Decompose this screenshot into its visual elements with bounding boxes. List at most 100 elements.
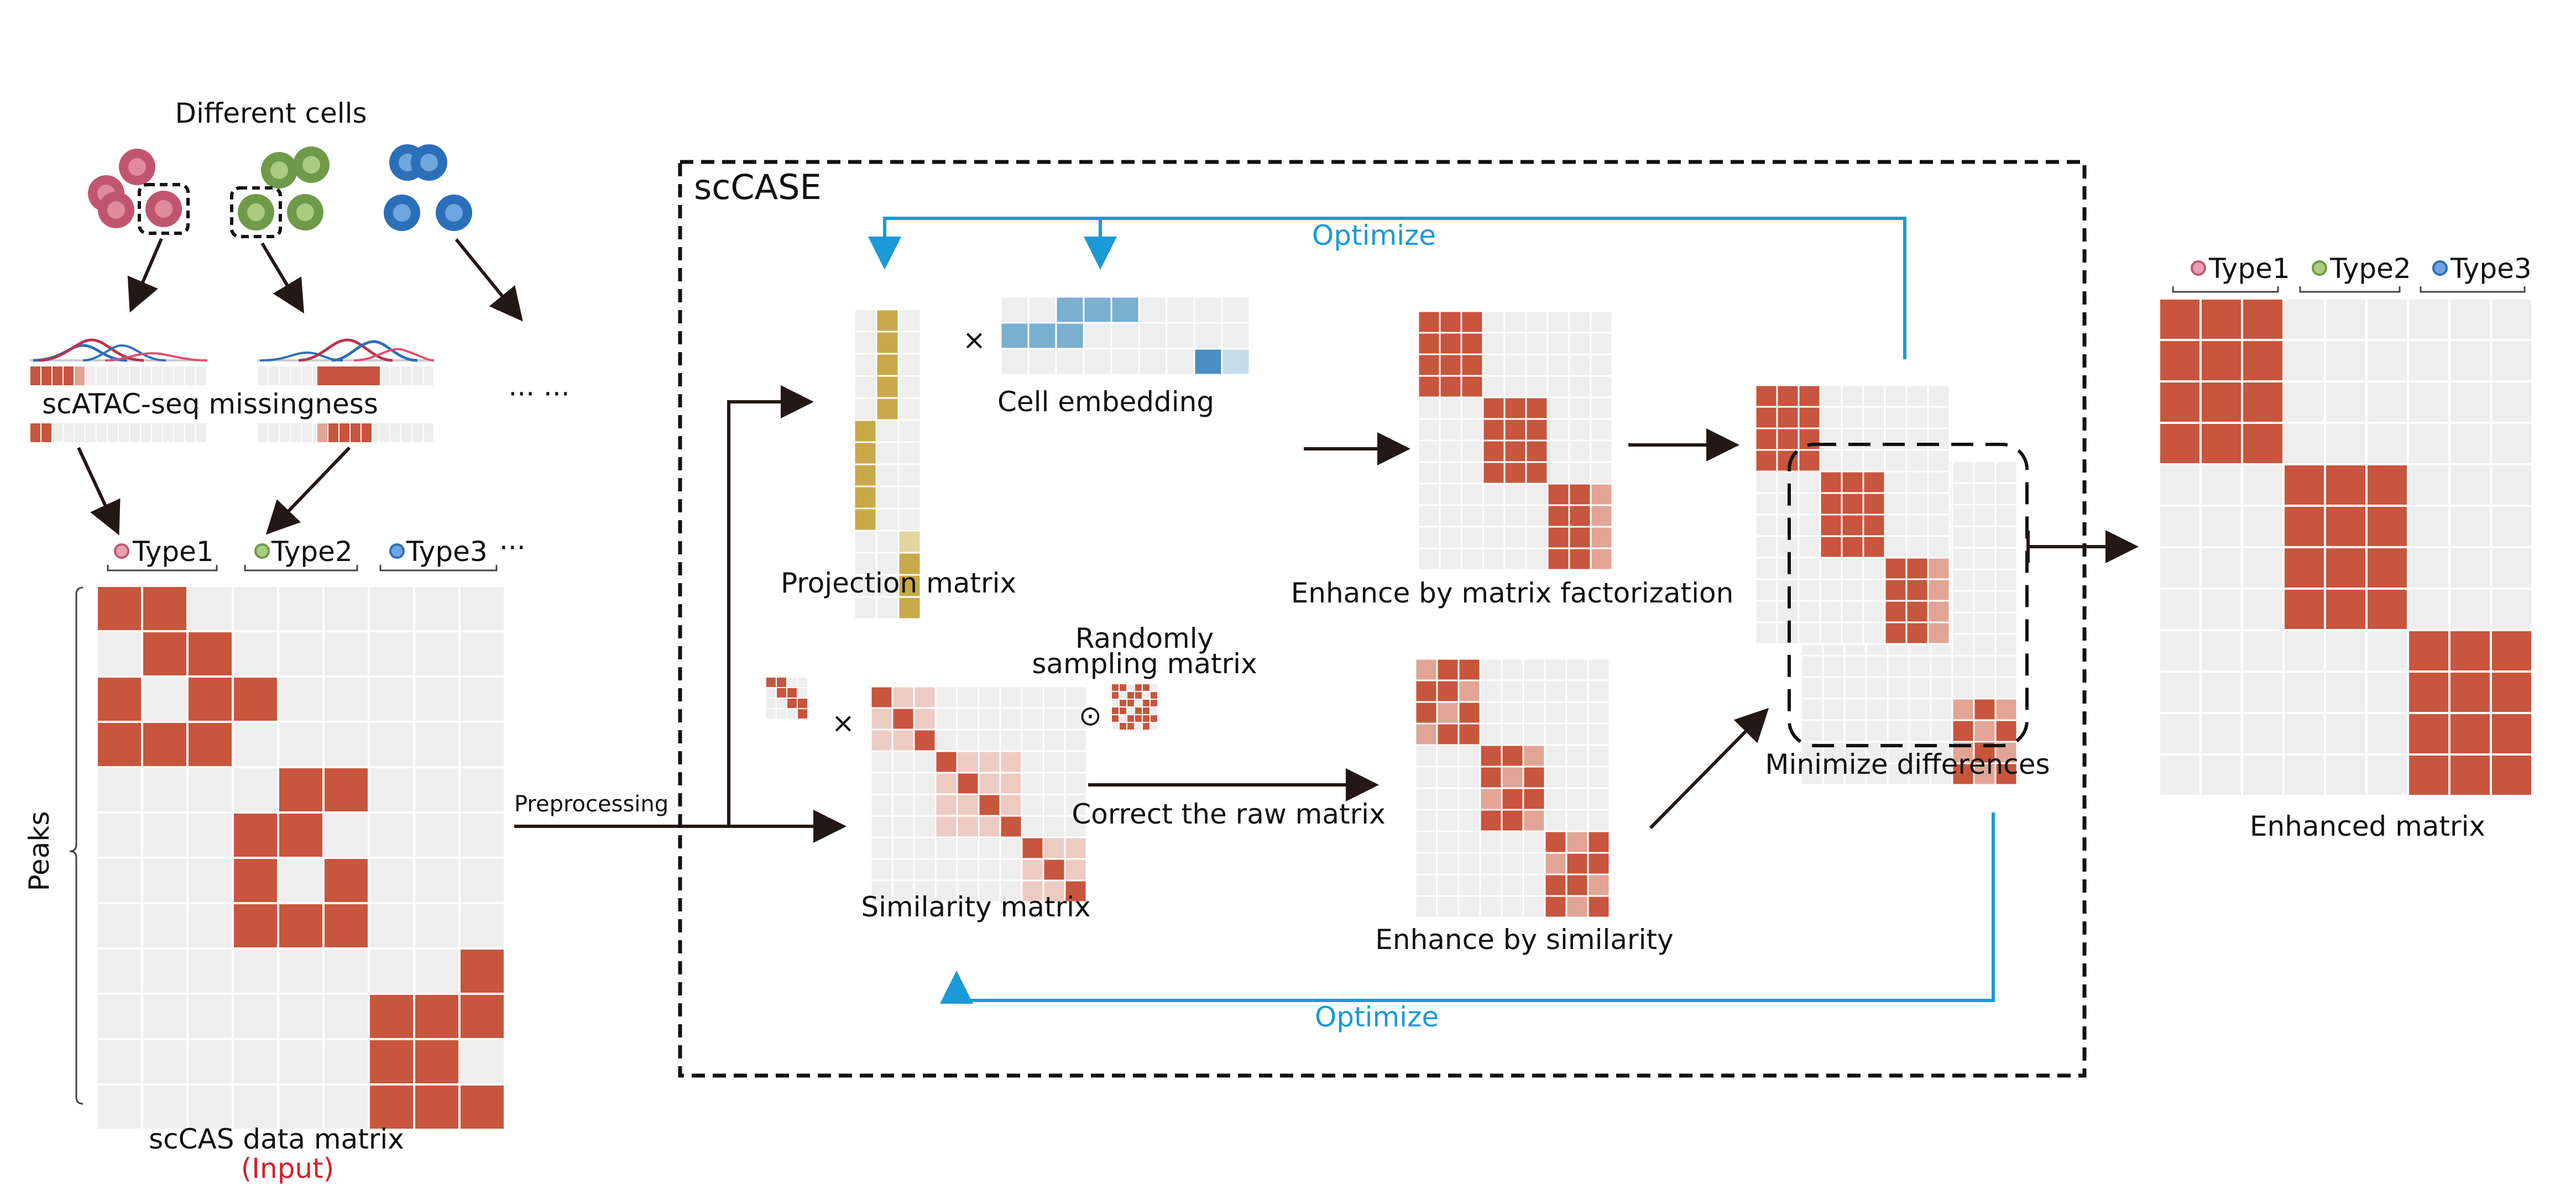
- matrix-cell: [277, 993, 325, 1040]
- matrix-cell: [853, 353, 877, 377]
- matrix-cell: [1479, 809, 1503, 832]
- matrix-cell: [141, 993, 189, 1040]
- matrix-cell: [1973, 460, 1997, 484]
- matrix-cell: [1436, 701, 1460, 725]
- cell-group-type2: [230, 146, 330, 238]
- sccase-box: [678, 160, 2087, 1078]
- matrix-cell: [1908, 698, 1932, 721]
- matrix-cell: [368, 585, 415, 632]
- matrix-cell: [173, 422, 185, 443]
- matrix-cell: [186, 630, 234, 678]
- matrix-cell: [1042, 685, 1066, 709]
- matrix-cell: [1754, 470, 1778, 494]
- matrix-cell: [2324, 753, 2368, 797]
- matrix-cell: [1193, 322, 1223, 350]
- matrix-cell: [891, 728, 915, 752]
- matrix-cell: [349, 422, 362, 443]
- matrix-cell: [1865, 719, 1889, 743]
- matrix-cell: [62, 365, 75, 386]
- matrix-cell: [1503, 396, 1527, 420]
- matrix-cell: [1590, 439, 1613, 463]
- matrix-cell: [765, 708, 777, 720]
- matrix-cell: [765, 687, 777, 699]
- matrix-cell: [1460, 526, 1484, 549]
- matrix-cell: [1436, 830, 1460, 854]
- matrix-cell: [1479, 830, 1503, 854]
- matrix-cell: [1544, 873, 1567, 897]
- matrix-cell: [1887, 719, 1910, 743]
- matrix-cell: [186, 902, 234, 950]
- matrix-cell: [1927, 535, 1951, 559]
- matrix-cell: [2490, 422, 2533, 465]
- matrix-cell: [413, 1083, 461, 1131]
- matrix-cell: [1841, 384, 1864, 408]
- matrix-cell: [458, 811, 506, 859]
- matrix-cell: [1927, 557, 1951, 580]
- matrix-cell: [232, 857, 279, 904]
- matrix-cell: [1501, 852, 1524, 876]
- matrix-cell: [458, 766, 506, 814]
- type2-dot: [254, 543, 270, 559]
- matrix-cell: [1414, 830, 1438, 854]
- matrix-cell: [1994, 611, 2018, 635]
- matrix-cell: [934, 772, 958, 795]
- matrix-cell: [1525, 439, 1549, 463]
- matrix-cell: [1754, 621, 1778, 645]
- matrix-cell: [1142, 706, 1151, 715]
- matrix-cell: [1587, 744, 1611, 768]
- matrix-cell: [1439, 310, 1462, 334]
- matrix-cell: [1460, 396, 1484, 420]
- matrix-cell: [1522, 852, 1546, 876]
- atac-track-1: [29, 338, 208, 386]
- preprocessing-label: Preprocessing: [514, 791, 668, 817]
- matrix-cell: [1862, 406, 1886, 429]
- matrix-cell: [1841, 513, 1864, 537]
- matrix-cell: [870, 815, 893, 838]
- correct-raw-label: Correct the raw matrix: [1072, 798, 1385, 830]
- matrix-cell: [290, 365, 302, 386]
- matrix-cell: [422, 422, 435, 443]
- matrix-cell: [1482, 461, 1506, 485]
- matrix-cell: [1522, 809, 1546, 832]
- matrix-cell: [913, 815, 937, 838]
- matrix-cell: [1064, 728, 1088, 752]
- sampling-matrix-label: sampling matrix: [1032, 648, 1257, 680]
- matrix-cell: [2241, 297, 2285, 341]
- matrix-cell: [2282, 463, 2326, 507]
- matrix-cell: [1754, 406, 1778, 429]
- matrix-cell: [2448, 339, 2492, 382]
- matrix-cell: [1134, 714, 1143, 723]
- matrix-cell: [186, 585, 234, 632]
- matrix-cell: [1166, 348, 1195, 376]
- matrix-cell: [1436, 787, 1460, 811]
- matrix-cell: [2448, 670, 2492, 714]
- type1-dot: [114, 543, 129, 559]
- matrix-cell: [1568, 418, 1592, 442]
- matrix-cell: [322, 766, 370, 814]
- more-types-ellipsis: ···: [499, 532, 526, 564]
- matrix-cell: [1590, 526, 1613, 549]
- matrix-cell: [141, 902, 189, 950]
- matrix-cell: [1460, 461, 1484, 485]
- similarity-matrix-label: Similarity matrix: [861, 891, 1090, 923]
- matrix-cell: [1479, 895, 1503, 919]
- matrix-cell: [368, 811, 415, 859]
- matrix-cell: [1930, 762, 1953, 786]
- optimize-bottom-label: Optimize: [1315, 1001, 1439, 1033]
- matrix-cell: [1457, 873, 1481, 897]
- matrix-cell: [978, 793, 1001, 817]
- matrix-cell: [2282, 670, 2326, 714]
- matrix-cell: [1841, 427, 1864, 451]
- matrix-cell: [1951, 654, 1975, 678]
- matrix-cell: [1546, 418, 1570, 442]
- matrix-cell: [1414, 787, 1438, 811]
- matrix-cell: [458, 630, 506, 678]
- matrix-cell: [368, 1083, 415, 1131]
- input-type-legend: Type1 Type2 Type3 ···: [107, 532, 526, 572]
- matrix-cell: [1798, 406, 1821, 429]
- matrix-cell: [1522, 722, 1546, 746]
- matrix-cell: [458, 902, 506, 950]
- matrix-cell: [1884, 621, 1908, 645]
- matrix-cell: [1525, 483, 1549, 506]
